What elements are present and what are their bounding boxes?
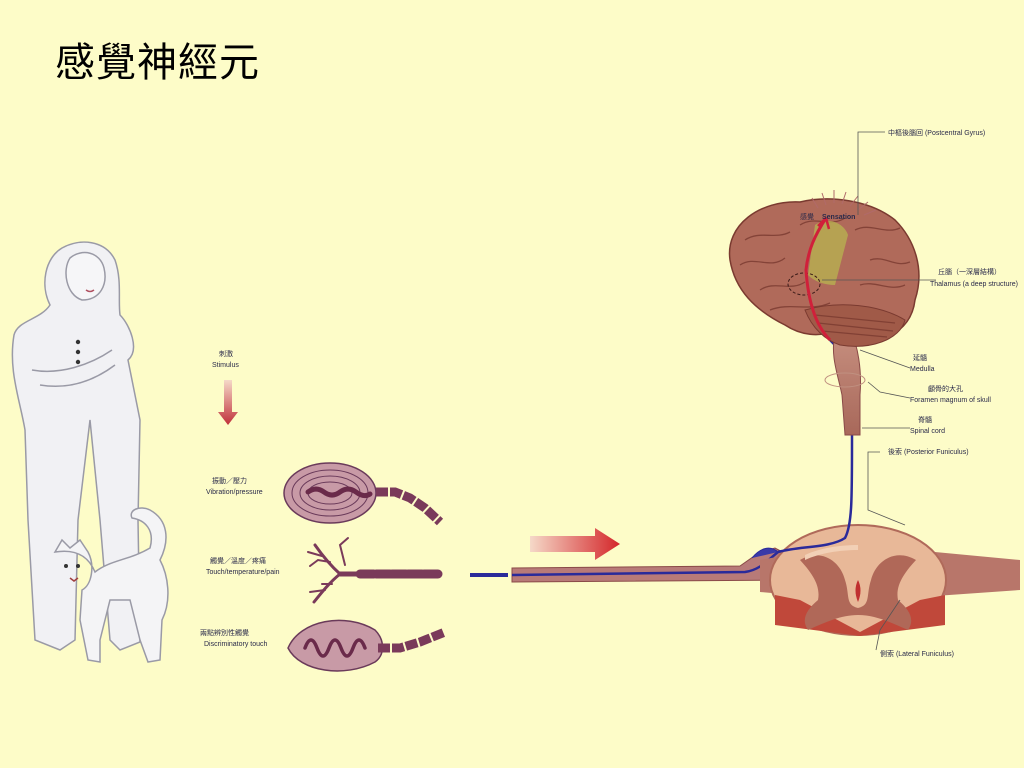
foramen-label-zh: 顱骨的大孔 bbox=[928, 384, 963, 393]
vibration-label-zh: 振動／壓力 bbox=[212, 476, 247, 485]
page-title: 感覺神經元 bbox=[55, 40, 260, 86]
vibration-label-en: Vibration/pressure bbox=[206, 489, 263, 496]
vibration-receptor bbox=[283, 462, 444, 526]
lateral-funiculus-label: 側索 (Lateral Funiculus) bbox=[880, 649, 954, 658]
medulla-label-zh: 延髓 bbox=[913, 353, 927, 362]
spinal-cord-section bbox=[751, 524, 1020, 636]
stimulus-label-zh: 刺激 bbox=[219, 349, 233, 358]
sensation-label-zh: 感覺 bbox=[800, 212, 814, 221]
woman-figure bbox=[11, 241, 141, 651]
medulla-label-en: Medulla bbox=[910, 366, 935, 373]
touch-label-zh: 觸覺／溫度／疼痛 bbox=[210, 556, 266, 565]
spinal-cord-label-en: Spinal cord bbox=[910, 428, 945, 435]
discrim-label-en: Discriminatory touch bbox=[204, 641, 268, 648]
thalamus-label-zh: 丘腦（一深層結構） bbox=[938, 267, 1001, 276]
stimulus-down-arrow bbox=[218, 380, 238, 425]
touch-receptor bbox=[307, 537, 445, 604]
touch-label-en: Touch/temperature/pain bbox=[206, 569, 280, 576]
posterior-funiculus-label: 後索 (Posterior Funiculus) bbox=[888, 447, 969, 456]
foramen-label-en: Foramen magnum of skull bbox=[910, 397, 991, 404]
thalamus-label-en: Thalamus (a deep structure) bbox=[930, 281, 1018, 288]
discriminatory-receptor bbox=[287, 619, 447, 672]
cat-figure bbox=[53, 507, 169, 663]
stimulus-label-en: Stimulus bbox=[212, 362, 239, 369]
brain bbox=[728, 198, 920, 347]
sensation-label-en: Sensation bbox=[822, 214, 855, 221]
discrim-label-zh: 兩點辨別性觸覺 bbox=[200, 628, 249, 637]
sensation-rays bbox=[811, 190, 877, 216]
signal-direction-arrow bbox=[530, 528, 620, 560]
spinal-cord-label-zh: 脊髓 bbox=[918, 415, 932, 424]
sensation-pathway bbox=[804, 217, 832, 342]
label-leader-lines bbox=[822, 131, 936, 651]
postcentral-label: 中樞後腦回 (Postcentral Gyrus) bbox=[888, 128, 985, 137]
